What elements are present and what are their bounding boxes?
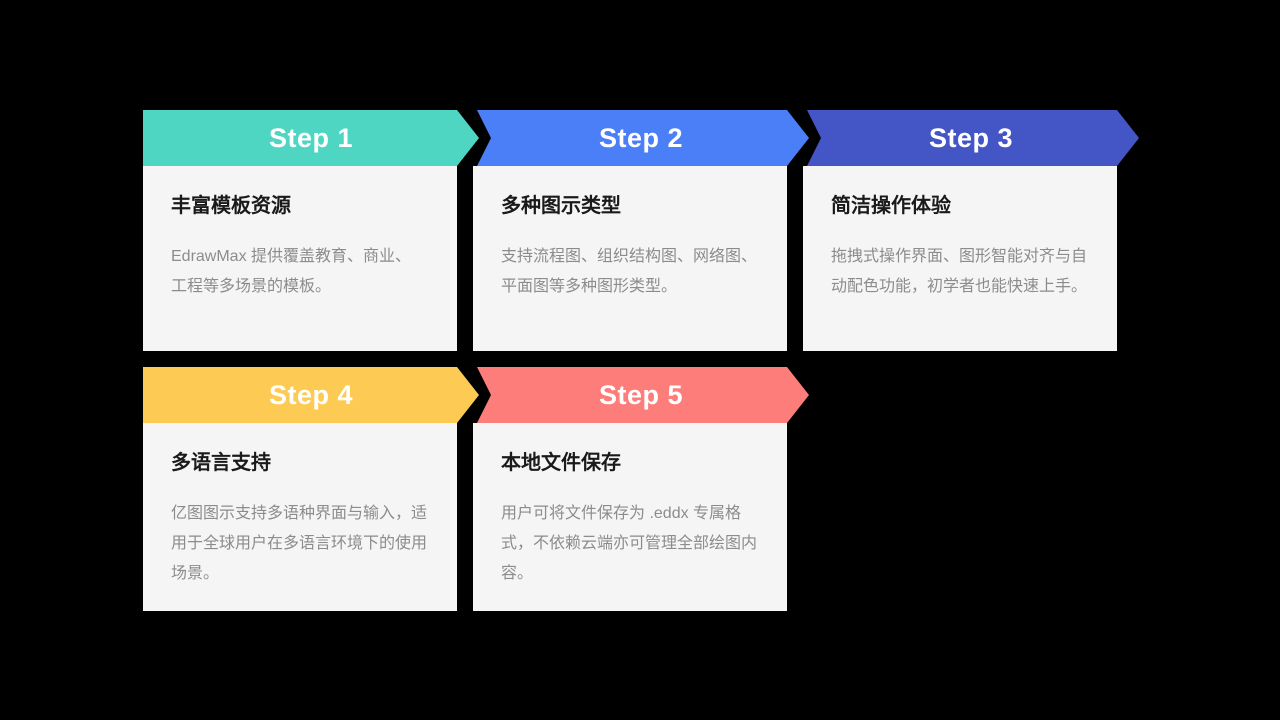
step-title: 多种图示类型 — [501, 195, 621, 217]
step-description: 支持流程图、组织结构图、网络图、 平面图等多种图形类型。 — [501, 248, 758, 295]
step-card-2: Step 2 多种图示类型 支持流程图、组织结构图、网络图、 平面图等多种图形类… — [473, 110, 809, 351]
step-header: Step 1 — [143, 110, 479, 166]
step-label: Step 5 — [598, 380, 684, 410]
step-card-body: 简洁操作体验 拖拽式操作界面、图形智能对齐与自 动配色功能，初学者也能快速上手。 — [803, 166, 1117, 351]
step-card-3: Step 3 简洁操作体验 拖拽式操作界面、图形智能对齐与自 动配色功能，初学者… — [803, 110, 1139, 351]
step-label: Step 3 — [928, 123, 1014, 153]
chevron-banner-icon — [143, 367, 479, 423]
step-header: Step 3 — [803, 110, 1139, 166]
arrow-shape — [477, 367, 809, 423]
arrow-shape — [477, 110, 809, 166]
step-card-body: 多语言支持 亿图图示支持多语种界面与输入，适 用于全球用户在多语言环境下的使用 … — [143, 423, 457, 611]
step-header: Step 4 — [143, 367, 479, 423]
step-header: Step 2 — [473, 110, 809, 166]
step-description: 拖拽式操作界面、图形智能对齐与自 动配色功能，初学者也能快速上手。 — [831, 248, 1088, 295]
step-card-body: 本地文件保存 用户可将文件保存为 .eddx 专属格 式，不依赖云端亦可管理全部… — [473, 423, 787, 611]
step-card-body: 丰富模板资源 EdrawMax 提供覆盖教育、商业、 工程等多场景的模板。 — [143, 166, 457, 351]
arrow-shape — [143, 367, 479, 423]
chevron-banner-icon — [477, 110, 809, 166]
arrow-shape — [807, 110, 1139, 166]
chevron-banner-icon — [807, 110, 1139, 166]
step-card-1: Step 1 丰富模板资源 EdrawMax 提供覆盖教育、商业、 工程等多场景… — [143, 110, 479, 351]
step-title: 本地文件保存 — [501, 452, 621, 474]
step-label: Step 1 — [268, 123, 354, 153]
step-label: Step 4 — [268, 380, 354, 410]
step-title: 多语言支持 — [171, 452, 271, 474]
arrow-shape — [143, 110, 479, 166]
step-header: Step 5 — [473, 367, 809, 423]
chevron-banner-icon — [143, 110, 479, 166]
step-card-5: Step 5 本地文件保存 用户可将文件保存为 .eddx 专属格 式，不依赖云… — [473, 367, 809, 611]
step-card-body: 多种图示类型 支持流程图、组织结构图、网络图、 平面图等多种图形类型。 — [473, 166, 787, 351]
step-description: 亿图图示支持多语种界面与输入，适 用于全球用户在多语言环境下的使用 场景。 — [171, 505, 428, 582]
step-description: 用户可将文件保存为 .eddx 专属格 式，不依赖云端亦可管理全部绘图内 容。 — [501, 505, 758, 582]
step-label: Step 2 — [598, 123, 684, 153]
step-title: 丰富模板资源 — [171, 195, 291, 217]
step-description: EdrawMax 提供覆盖教育、商业、 工程等多场景的模板。 — [171, 248, 412, 295]
step-title: 简洁操作体验 — [831, 195, 951, 217]
chevron-banner-icon — [477, 367, 809, 423]
step-card-4: Step 4 多语言支持 亿图图示支持多语种界面与输入，适 用于全球用户在多语言… — [143, 367, 479, 611]
